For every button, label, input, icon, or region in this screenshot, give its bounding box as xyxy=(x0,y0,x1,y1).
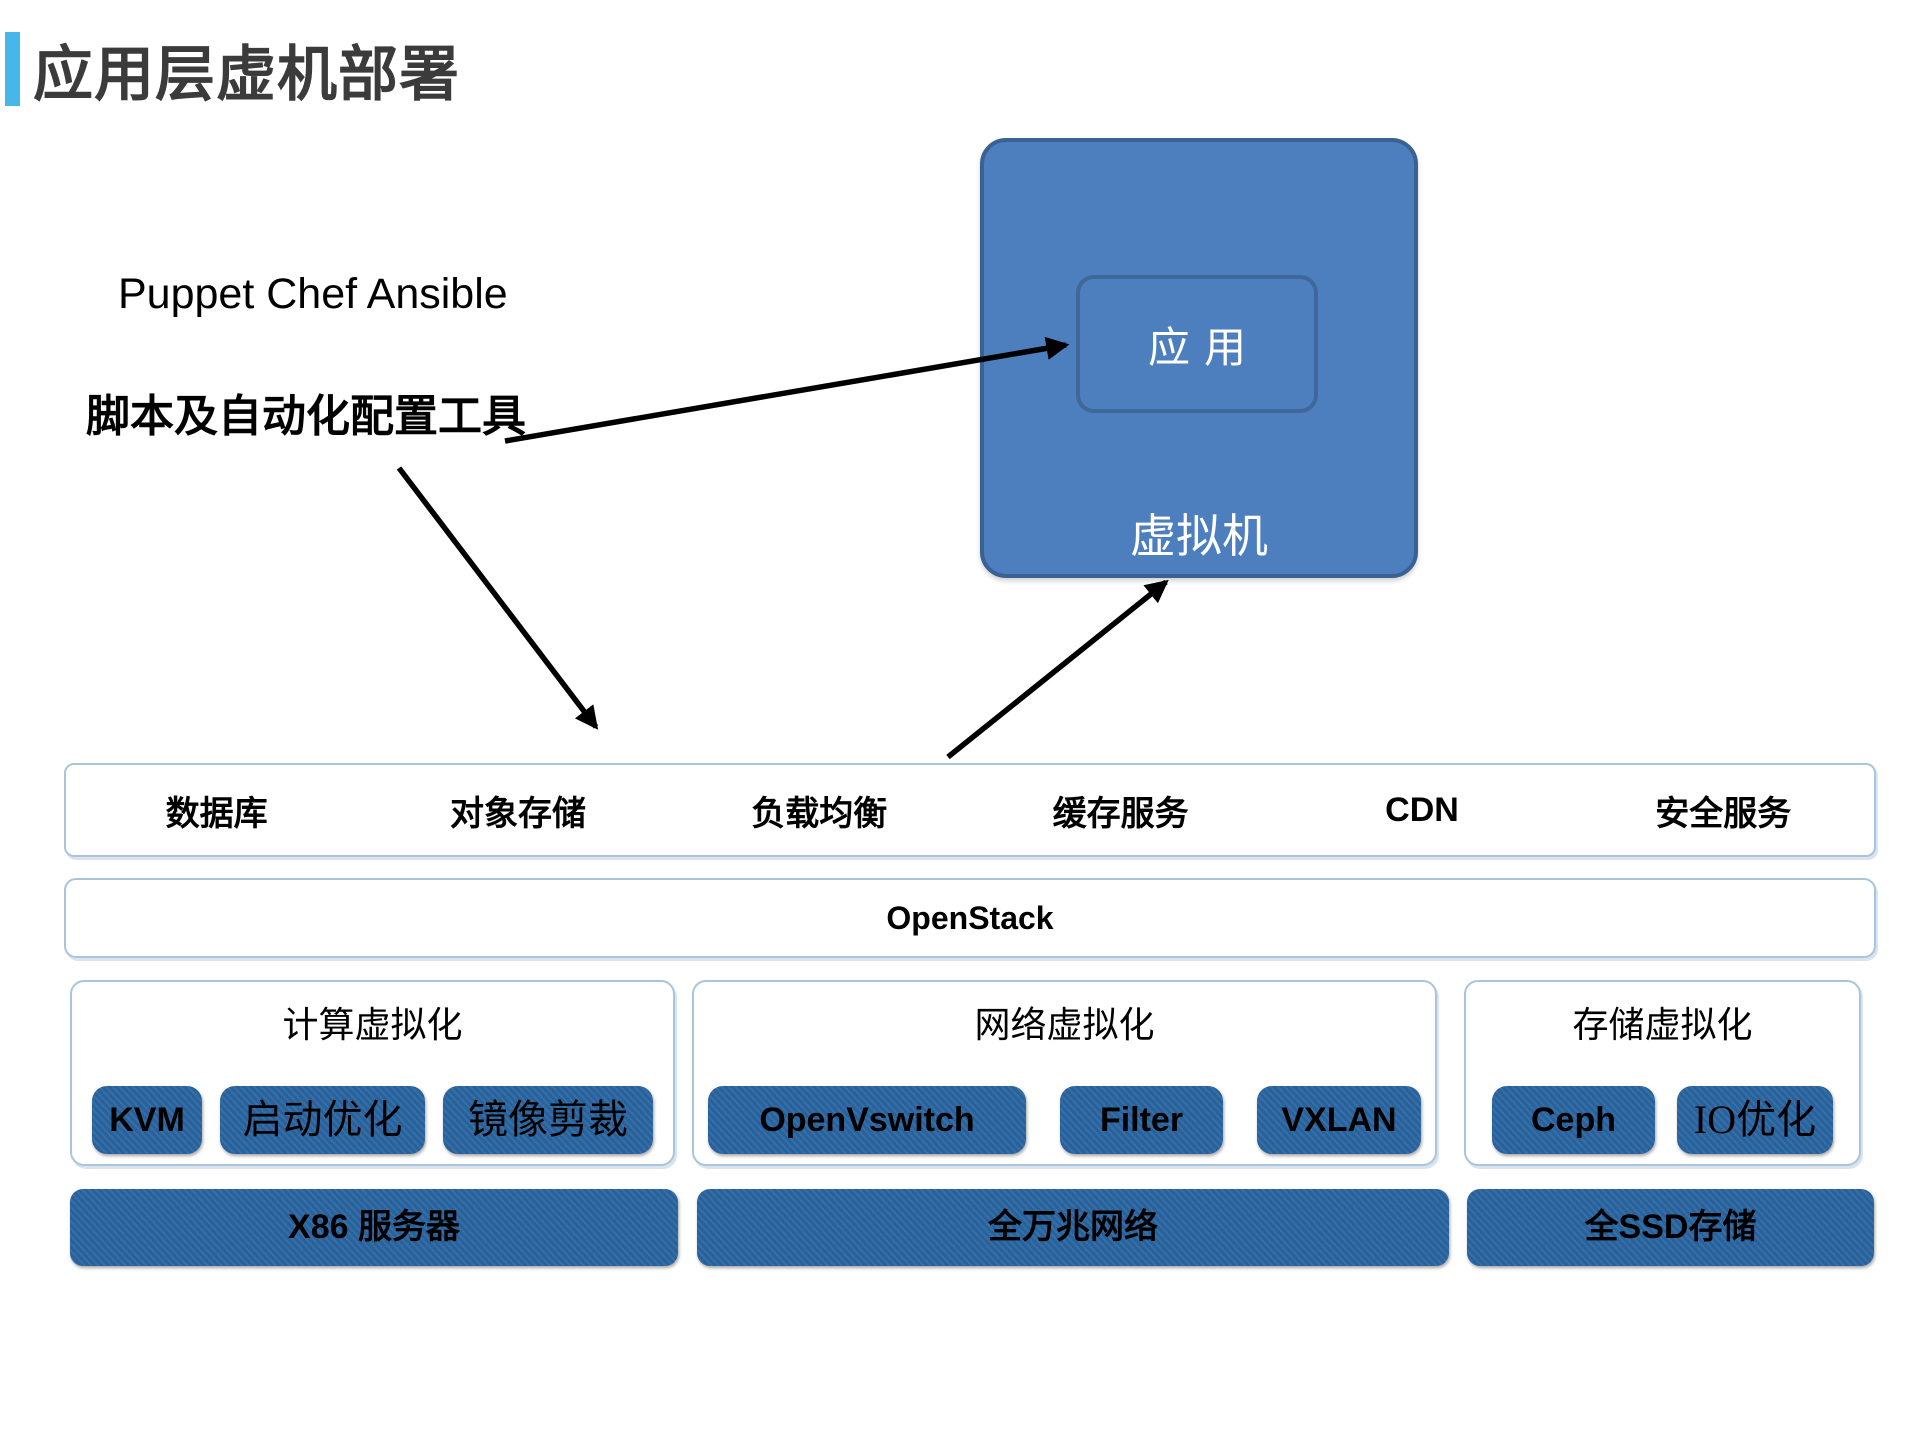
vm-box: 应用 虚拟机 xyxy=(980,138,1418,578)
page-title: 应用层虚机部署 xyxy=(33,41,460,108)
virt-box-compute: 计算虚拟化 KVM 启动优化 镜像剪裁 xyxy=(70,980,675,1166)
virt-box-compute-title: 计算虚拟化 xyxy=(282,1005,463,1045)
openstack-label: OpenStack xyxy=(886,899,1054,936)
virt-box-storage-title: 存储虚拟化 xyxy=(1572,1005,1753,1045)
network-chip-row: OpenVswitch Filter VXLAN xyxy=(694,1086,1435,1154)
chip-boot-optimization: 启动优化 xyxy=(220,1086,425,1154)
arrow-script-to-services xyxy=(396,466,599,730)
config-tools-label: Puppet Chef Ansible xyxy=(118,270,508,318)
vm-label: 虚拟机 xyxy=(1130,510,1268,562)
service-item-object-storage: 对象存储 xyxy=(449,794,586,833)
service-item-load-balancer: 负载均衡 xyxy=(751,794,888,833)
service-item-security: 安全服务 xyxy=(1655,794,1792,833)
arrow-services-to-vm xyxy=(946,579,1169,760)
service-item-cache: 缓存服务 xyxy=(1052,794,1189,833)
chip-image-trimming: 镜像剪裁 xyxy=(443,1086,653,1154)
service-item-cdn: CDN xyxy=(1385,790,1459,829)
storage-chip-row: Ceph IO优化 xyxy=(1466,1086,1859,1154)
chip-io-optimization: IO优化 xyxy=(1677,1086,1833,1154)
hardware-bar-ssd-storage: 全SSD存储 xyxy=(1467,1189,1874,1266)
title-accent-bar xyxy=(5,32,20,106)
hardware-bar-x86-servers: X86 服务器 xyxy=(70,1189,678,1266)
virt-box-network: 网络虚拟化 OpenVswitch Filter VXLAN xyxy=(692,980,1437,1166)
app-box: 应用 xyxy=(1076,275,1318,413)
chip-filter: Filter xyxy=(1060,1086,1223,1154)
chip-vxlan: VXLAN xyxy=(1257,1086,1421,1154)
chip-openvswitch: OpenVswitch xyxy=(708,1086,1026,1154)
compute-chip-row: KVM 启动优化 镜像剪裁 xyxy=(72,1086,673,1154)
app-label: 应用 xyxy=(1147,325,1260,372)
virt-box-network-title: 网络虚拟化 xyxy=(974,1005,1155,1045)
chip-ceph: Ceph xyxy=(1492,1086,1655,1154)
hardware-bar-10g-network: 全万兆网络 xyxy=(697,1189,1449,1266)
openstack-bar: OpenStack xyxy=(64,878,1876,958)
virt-box-storage: 存储虚拟化 Ceph IO优化 xyxy=(1464,980,1861,1166)
script-tools-label: 脚本及自动化配置工具 xyxy=(86,392,526,441)
service-item-database: 数据库 xyxy=(165,794,268,833)
services-bar: 数据库 对象存储 负载均衡 缓存服务 CDN 安全服务 xyxy=(64,763,1876,857)
chip-kvm: KVM xyxy=(92,1086,202,1154)
